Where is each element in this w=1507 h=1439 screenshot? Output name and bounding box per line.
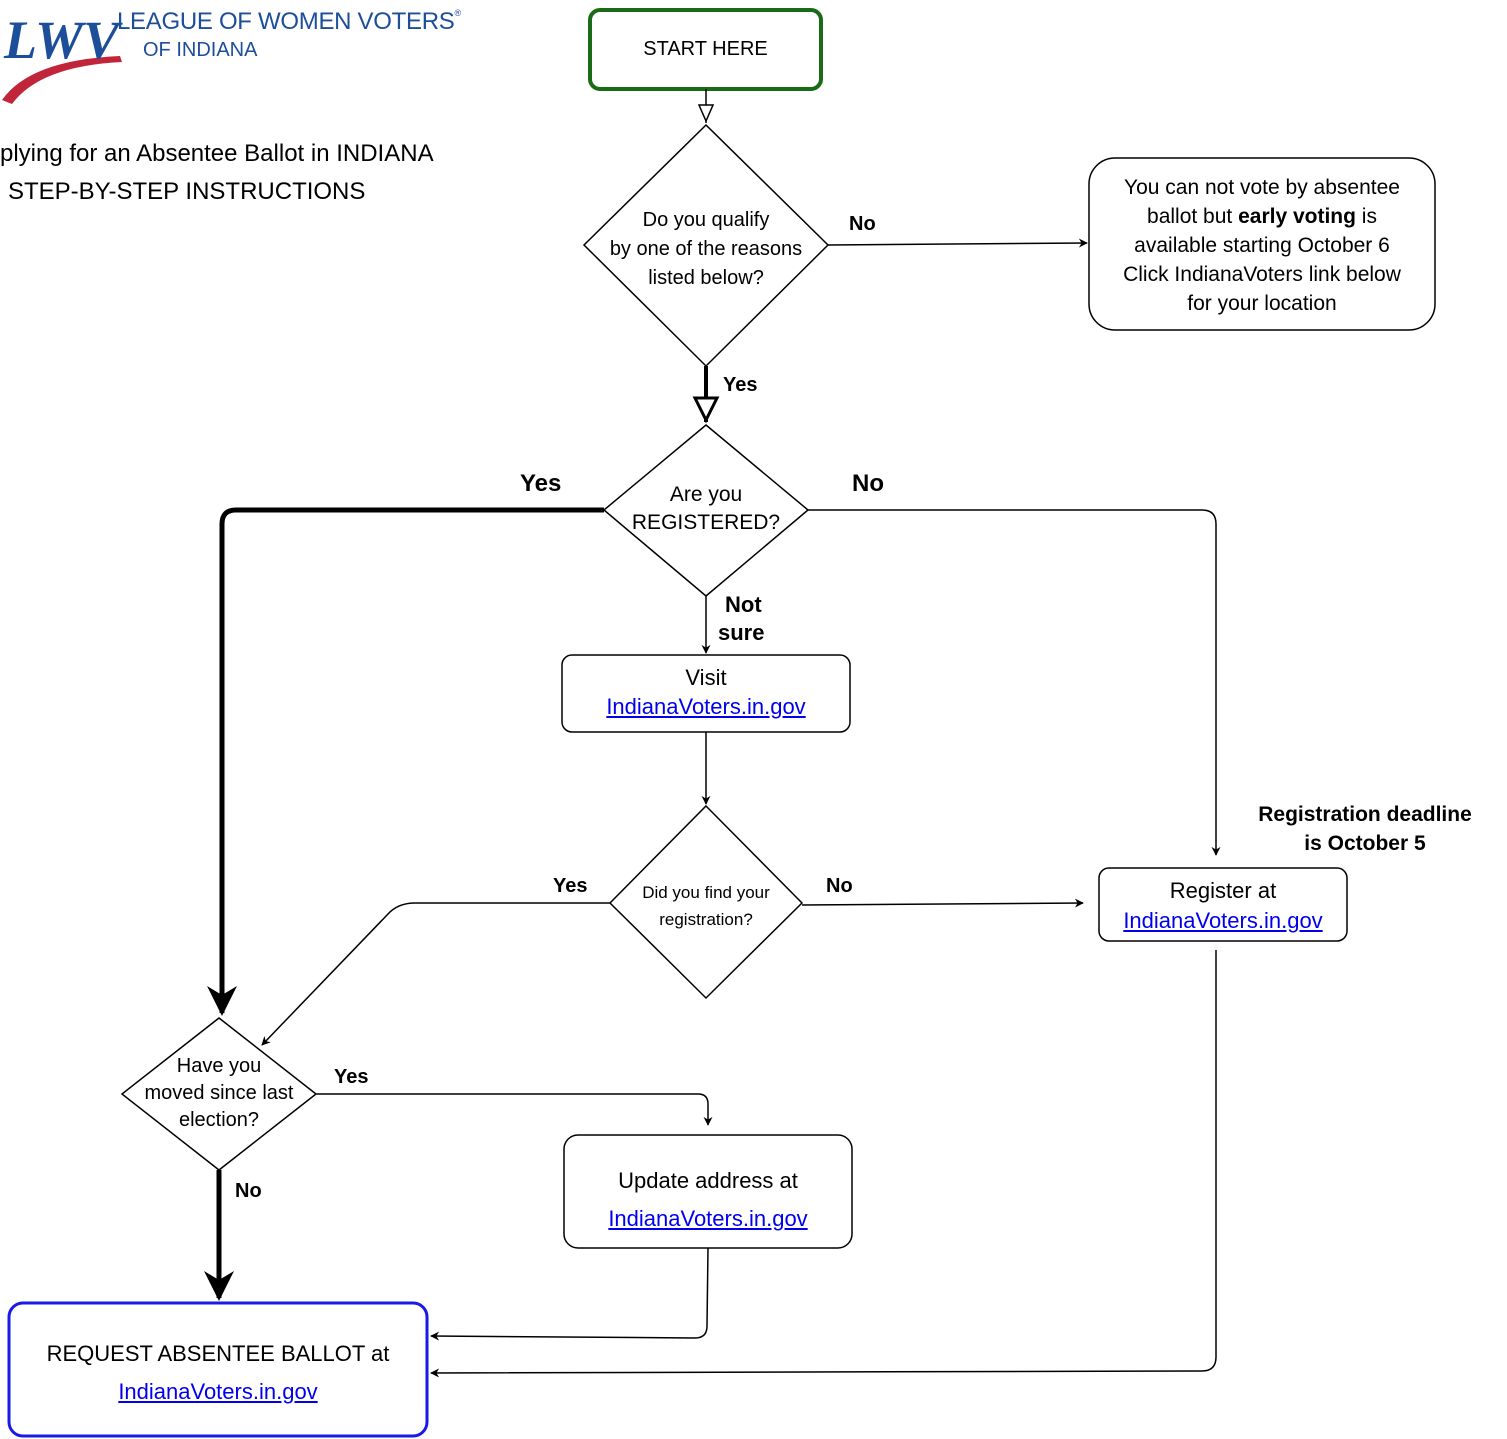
connectors — [204, 89, 1221, 1378]
request-link[interactable]: IndianaVoters.in.gov — [118, 1379, 318, 1404]
registered-text: Are you REGISTERED? — [604, 481, 808, 537]
request-text: REQUEST ABSENTEE BALLOT at IndianaVoters… — [9, 1335, 427, 1411]
cannot-line5: for your location — [1187, 292, 1337, 315]
logo-line1-text: LEAGUE OF WOMEN VOTERS — [117, 8, 455, 35]
early-voting-emphasis: early voting — [1238, 205, 1356, 228]
edge-moved-yes — [316, 1093, 713, 1126]
edge-update-request — [430, 1247, 709, 1341]
visit-text: Visit IndianaVoters.in.gov — [562, 663, 850, 721]
registered-mark: ® — [454, 8, 461, 18]
register-line1: Register at — [1169, 878, 1277, 903]
registered-line1: Are you — [669, 483, 743, 506]
page-title: plying for an Absentee Ballot in INDIANA — [0, 140, 434, 167]
cannot-line4: Click IndianaVoters link below — [1123, 263, 1401, 286]
label-not-sure-line1: Not — [725, 592, 762, 617]
qualify-line2: by one of the reasons — [609, 238, 803, 260]
label-not-sure-line2: sure — [718, 620, 765, 645]
found-line1: Did you find your — [642, 883, 770, 902]
qualify-text: Do you qualify by one of the reasons lis… — [586, 206, 826, 293]
cannot-line1: You can not vote by absentee — [1124, 176, 1400, 199]
start-label: START HERE — [643, 38, 768, 60]
visit-link[interactable]: IndianaVoters.in.gov — [606, 694, 806, 719]
label-registered-no: No — [852, 470, 884, 497]
edge-register-request — [430, 950, 1217, 1378]
edge-registered-yes — [207, 507, 604, 1016]
update-text: Update address at IndianaVoters.in.gov — [564, 1162, 852, 1238]
edge-found-no — [801, 898, 1084, 908]
open-arrowhead-bold-icon — [692, 396, 720, 424]
register-text: Register at IndianaVoters.in.gov — [1099, 876, 1347, 936]
label-qualify-yes: Yes — [723, 374, 758, 396]
label-deadline-line1: Registration deadline — [1258, 803, 1472, 826]
open-arrowhead-icon — [697, 104, 715, 123]
label-deadline: Registration deadline is October 5 — [1232, 800, 1498, 858]
cannot-line2-pre: ballot but — [1147, 205, 1239, 228]
label-moved-yes: Yes — [334, 1066, 369, 1088]
visit-line1: Visit — [685, 665, 727, 690]
cannot-vote-text: You can not vote by absentee ballot but … — [1089, 173, 1435, 318]
edge-registered-no — [808, 509, 1221, 856]
edge-found-yes — [261, 902, 610, 1046]
request-box — [7, 1301, 429, 1438]
update-link[interactable]: IndianaVoters.in.gov — [608, 1206, 808, 1231]
found-text: Did you find your registration? — [610, 879, 802, 933]
label-found-yes: Yes — [553, 875, 588, 897]
label-moved-no: No — [235, 1180, 262, 1202]
qualify-line3: listed below? — [648, 267, 764, 289]
label-registered-yes: Yes — [520, 470, 562, 497]
cannot-line2-post: is — [1355, 205, 1377, 228]
cannot-line2: ballot but early voting is — [1089, 202, 1435, 231]
cannot-vote-box — [1088, 157, 1436, 331]
register-box — [1098, 867, 1348, 942]
moved-line1: Have you — [176, 1055, 262, 1077]
cannot-line3: available starting October 6 — [1134, 234, 1390, 257]
label-deadline-line2: is October 5 — [1304, 832, 1426, 855]
logo-graphic: LWV — [2, 10, 123, 104]
update-line1: Update address at — [618, 1168, 798, 1193]
found-line2: registration? — [659, 910, 753, 929]
request-line1: REQUEST ABSENTEE BALLOT at — [46, 1341, 390, 1366]
logo-line2: OF INDIANA — [143, 39, 258, 61]
label-found-no: No — [826, 875, 853, 897]
label-not-sure: Not sure — [718, 591, 764, 647]
moved-text: Have you moved since last election? — [122, 1053, 316, 1134]
registered-line2: REGISTERED? — [631, 511, 781, 534]
moved-line2: moved since last — [144, 1082, 294, 1104]
moved-line3: election? — [178, 1109, 260, 1131]
page-subtitle: STEP-BY-STEP INSTRUCTIONS — [8, 178, 366, 205]
found-diamond — [608, 804, 804, 1000]
label-qualify-no: No — [849, 213, 876, 235]
logo-swoosh — [2, 56, 122, 104]
logo-line1: LEAGUE OF WOMEN VOTERS® — [117, 8, 461, 36]
edge-qualify-no — [827, 238, 1088, 248]
logo-mark: LWV — [3, 10, 123, 70]
register-link[interactable]: IndianaVoters.in.gov — [1123, 908, 1323, 933]
qualify-line1: Do you qualify — [642, 209, 770, 231]
